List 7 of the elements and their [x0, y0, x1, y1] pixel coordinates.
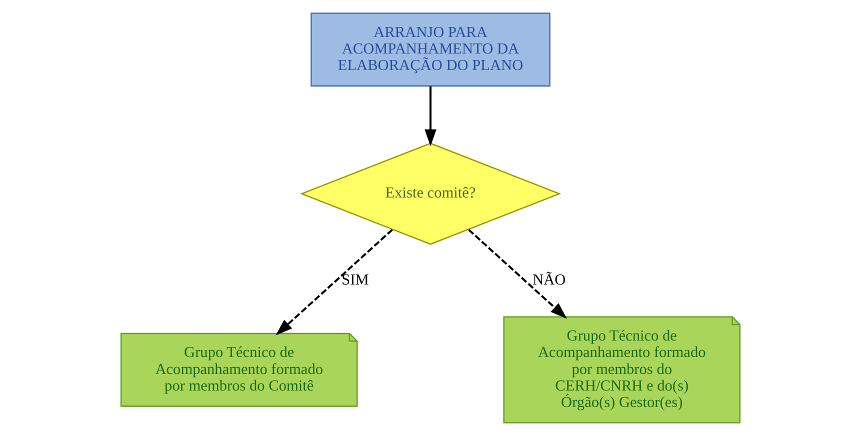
arrow: [468, 228, 567, 319]
arrow: [424, 86, 436, 146]
arrow: [275, 228, 392, 336]
node-diamond: Existe comitê?: [299, 142, 561, 245]
edge-label: SIM: [341, 271, 368, 288]
edge-label: NÃO: [532, 271, 566, 288]
node-box: ARRANJO PARA ACOMPANHAMENTO DA ELABORAÇÃO DO PLANO: [310, 12, 550, 87]
